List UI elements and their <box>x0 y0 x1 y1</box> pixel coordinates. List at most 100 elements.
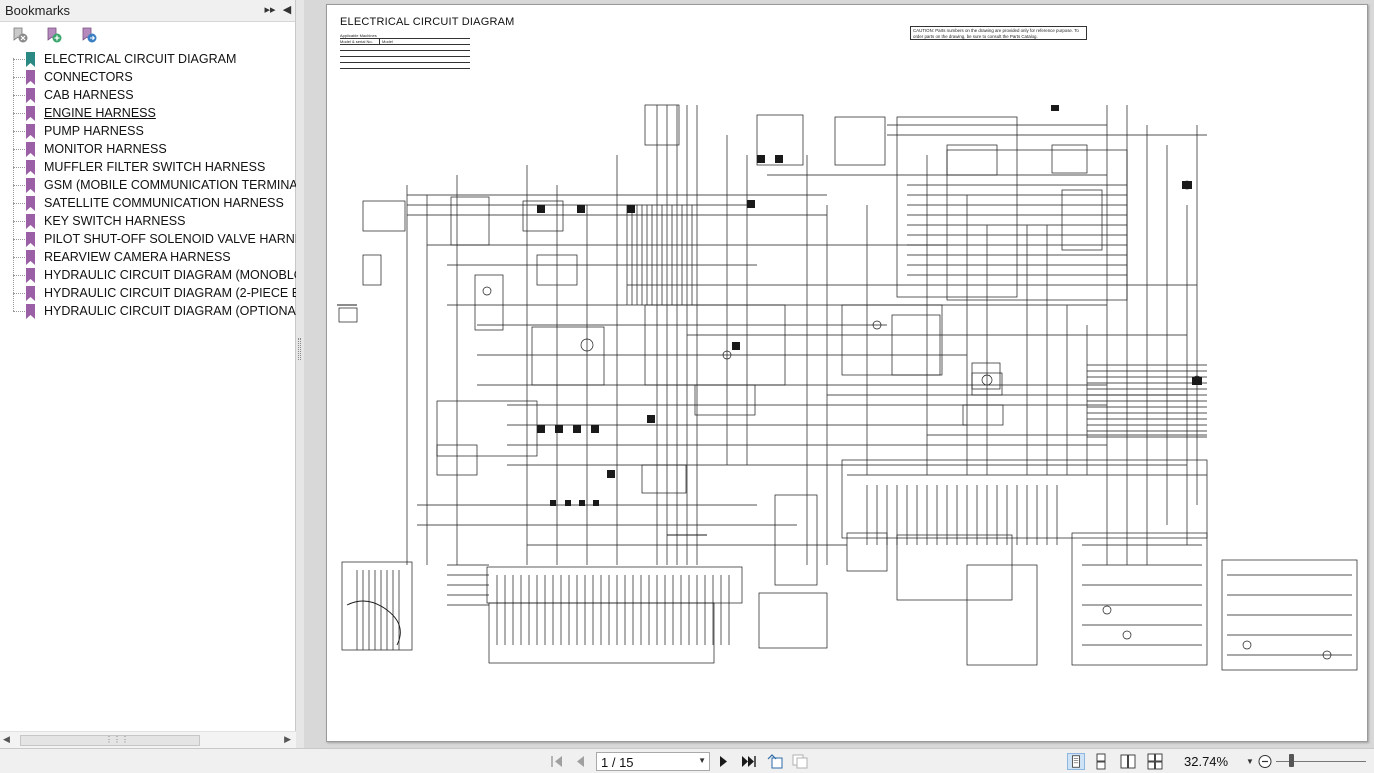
bookmarks-tree: ELECTRICAL CIRCUIT DIAGRAM CONNECTORS CA… <box>0 48 296 320</box>
bookmark-label: HYDRAULIC CIRCUIT DIAGRAM (MONOBLOCK <box>44 268 296 282</box>
facing-view-icon[interactable] <box>1119 753 1137 770</box>
col-serial: Model & serial No. <box>340 39 380 44</box>
bookmark-item[interactable]: SATELLITE COMMUNICATION HARNESS <box>0 194 296 212</box>
table-row <box>340 57 470 63</box>
relay-symbol <box>555 425 563 433</box>
bookmark-item[interactable]: GSM (MOBILE COMMUNICATION TERMINAL) I <box>0 176 296 194</box>
zoom-level[interactable]: 32.74% <box>1184 754 1229 769</box>
fuse-symbol <box>579 500 585 506</box>
connector-node <box>981 374 993 386</box>
bookmark-ribbon-icon <box>26 232 35 247</box>
grip-icon: ⋮⋮⋮ <box>105 735 129 744</box>
bookmark-ribbon-icon <box>26 268 35 283</box>
col-model: Model <box>382 39 393 44</box>
panel-splitter[interactable] <box>296 0 304 748</box>
relay-symbol <box>577 205 585 213</box>
bookmark-ribbon-icon <box>26 142 35 157</box>
component-box <box>474 274 504 331</box>
bookmark-label: ELECTRICAL CIRCUIT DIAGRAM <box>44 52 237 66</box>
bookmark-item[interactable]: HYDRAULIC CIRCUIT DIAGRAM (MONOBLOCK <box>0 266 296 284</box>
bookmark-label: REARVIEW CAMERA HARNESS <box>44 250 231 264</box>
applicable-machines-table: Applicable Machines Model & serial No. M… <box>340 33 470 75</box>
delete-bookmark-icon[interactable] <box>11 26 29 44</box>
table-row <box>340 51 470 57</box>
expand-bookmark-icon[interactable] <box>80 26 98 44</box>
bookmarks-panel: Bookmarks ▸▸ ◀ <box>0 0 296 748</box>
scroll-right-icon[interactable]: ▶ <box>284 734 291 744</box>
connector-node <box>1122 630 1132 640</box>
fuse-symbol <box>1192 377 1202 385</box>
page-number-field[interactable]: 1 / 15 ▼ <box>596 752 710 771</box>
bookmark-item[interactable]: ENGINE HARNESS <box>0 104 296 122</box>
component-box <box>341 561 413 651</box>
zoom-slider-thumb[interactable] <box>1289 754 1294 767</box>
last-page-icon[interactable] <box>739 753 757 770</box>
component-box <box>644 104 680 146</box>
bookmark-item[interactable]: MUFFLER FILTER SWITCH HARNESS <box>0 158 296 176</box>
tree-branch <box>13 257 25 258</box>
bookmark-label: KEY SWITCH HARNESS <box>44 214 186 228</box>
tree-branch <box>13 149 25 150</box>
add-bookmark-icon[interactable] <box>45 26 63 44</box>
go-forward-view-icon[interactable] <box>791 753 809 770</box>
component-box <box>1071 532 1208 666</box>
table-row <box>340 45 470 51</box>
tree-branch <box>13 59 25 60</box>
component-box <box>522 200 564 232</box>
fuse-symbol <box>1051 105 1059 111</box>
bookmark-ribbon-icon <box>26 178 35 193</box>
bookmark-label: CAB HARNESS <box>44 88 134 102</box>
tree-branch <box>13 95 25 96</box>
bookmark-item[interactable]: REARVIEW CAMERA HARNESS <box>0 248 296 266</box>
bookmark-item[interactable]: CAB HARNESS <box>0 86 296 104</box>
component-box <box>531 326 605 386</box>
bookmark-item[interactable]: KEY SWITCH HARNESS <box>0 212 296 230</box>
bookmark-item[interactable]: HYDRAULIC CIRCUIT DIAGRAM (OPTIONAL) <box>0 302 296 320</box>
scroll-left-icon[interactable]: ◀ <box>3 734 10 744</box>
bookmark-ribbon-icon <box>26 70 35 85</box>
first-page-icon[interactable] <box>548 753 566 770</box>
bookmark-item[interactable]: PUMP HARNESS <box>0 122 296 140</box>
bookmark-item[interactable]: PILOT SHUT-OFF SOLENOID VALVE HARNESS <box>0 230 296 248</box>
continuous-facing-view-icon[interactable] <box>1146 753 1164 770</box>
component-box <box>971 362 1001 390</box>
zoom-slider[interactable] <box>1276 761 1366 762</box>
bookmark-ribbon-icon <box>26 106 35 121</box>
single-page-view-icon[interactable] <box>1067 753 1085 770</box>
bookmarks-horizontal-scrollbar[interactable]: ◀ ⋮⋮⋮ ▶ <box>0 731 296 748</box>
tree-branch <box>13 221 25 222</box>
bookmark-item[interactable]: HYDRAULIC CIRCUIT DIAGRAM (2-PIECE BOO <box>0 284 296 302</box>
previous-page-icon[interactable] <box>571 753 589 770</box>
component-box <box>896 116 1018 298</box>
zoom-dropdown-icon[interactable]: ▼ <box>1246 757 1254 766</box>
continuous-view-icon[interactable] <box>1092 753 1110 770</box>
zoom-out-icon[interactable] <box>1256 753 1274 770</box>
fuse-symbol <box>593 500 599 506</box>
component-box <box>758 592 828 649</box>
component-box <box>338 307 358 323</box>
next-page-icon[interactable] <box>715 753 733 770</box>
document-view[interactable]: ELECTRICAL CIRCUIT DIAGRAM CAUTION: Part… <box>304 0 1374 748</box>
relay-symbol <box>775 155 783 163</box>
panel-options-icon[interactable]: ▸▸ <box>264 4 276 16</box>
pdf-page: ELECTRICAL CIRCUIT DIAGRAM CAUTION: Part… <box>326 4 1368 742</box>
page-title: ELECTRICAL CIRCUIT DIAGRAM <box>340 16 515 28</box>
tree-branch <box>13 131 25 132</box>
component-box <box>486 566 743 604</box>
go-back-view-icon[interactable] <box>766 753 784 770</box>
connector-node <box>482 286 492 296</box>
dropdown-arrow-icon[interactable]: ▼ <box>698 756 706 765</box>
relay-symbol <box>591 425 599 433</box>
bookmark-label: HYDRAULIC CIRCUIT DIAGRAM (OPTIONAL) <box>44 304 296 318</box>
bookmark-item[interactable]: ELECTRICAL CIRCUIT DIAGRAM <box>0 50 296 68</box>
component-box <box>1221 559 1358 671</box>
bookmark-item[interactable]: CONNECTORS <box>0 68 296 86</box>
tree-branch <box>13 275 25 276</box>
scrollbar-thumb[interactable]: ⋮⋮⋮ <box>20 735 200 746</box>
bookmark-item[interactable]: MONITOR HARNESS <box>0 140 296 158</box>
collapse-panel-icon[interactable]: ◀ <box>282 4 292 16</box>
component-box <box>641 464 687 494</box>
bookmark-label: MONITOR HARNESS <box>44 142 167 156</box>
component-box <box>841 459 1208 539</box>
bookmarks-title: Bookmarks <box>5 3 71 18</box>
